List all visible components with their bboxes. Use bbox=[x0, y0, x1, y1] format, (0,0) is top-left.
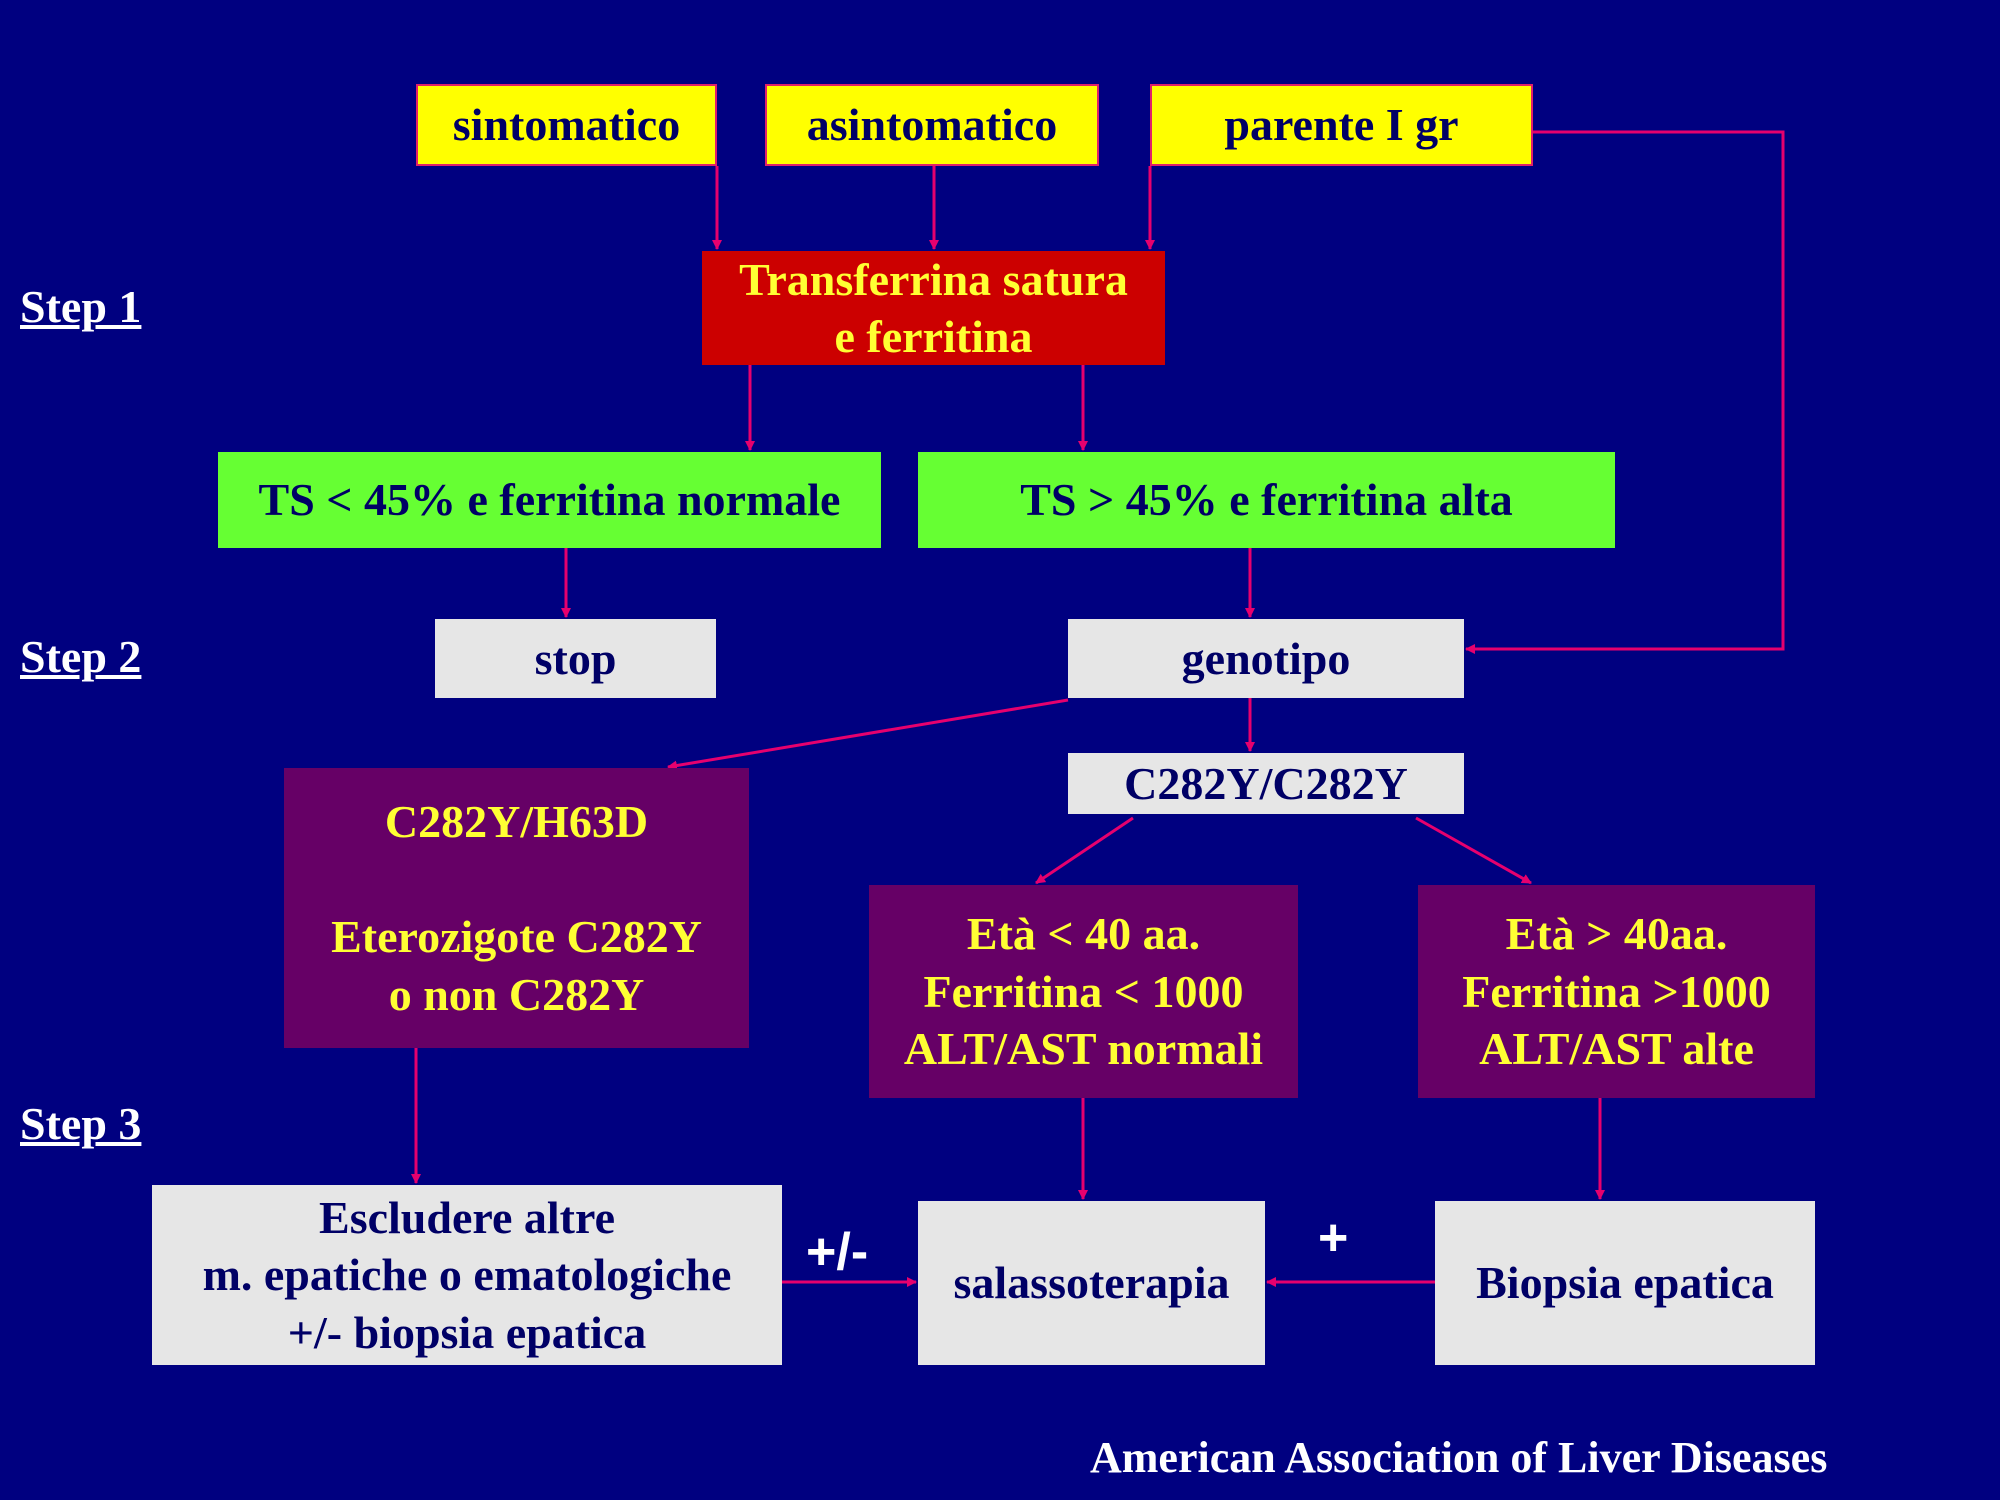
source-footer: American Association of Liver Diseases bbox=[1090, 1433, 1828, 1482]
under40-line-2: Ferritina < 1000 bbox=[923, 965, 1244, 1017]
genotype-box: genotipo bbox=[1068, 619, 1464, 698]
test-line-2: e ferritina bbox=[834, 311, 1033, 362]
over40-line-1: Età > 40aa. bbox=[1505, 908, 1728, 960]
step-3-label: Step 3 bbox=[20, 1098, 142, 1149]
arrow-genotype-to-heterozygous bbox=[667, 698, 1069, 771]
heterozygous-line-3: o non C282Y bbox=[388, 968, 645, 1020]
age-over-40-box: Età > 40aa. Ferritina >1000 ALT/AST alte bbox=[1418, 885, 1815, 1098]
arrow-relative-to-genotype bbox=[1465, 130, 1785, 654]
stop-box: stop bbox=[435, 619, 716, 698]
over40-line-2: Ferritina >1000 bbox=[1462, 965, 1771, 1017]
exclude-line-2: m. epatiche o ematologiche bbox=[202, 1249, 732, 1301]
liver-biopsy-box: Biopsia epatica bbox=[1435, 1201, 1815, 1365]
transferrin-ferritin-test-box: Transferrina satura e ferritina bbox=[702, 251, 1165, 365]
under40-line-1: Età < 40 aa. bbox=[966, 908, 1201, 960]
test-line-1: Transferrina satura bbox=[739, 253, 1128, 305]
homozygous-box: C282Y/C282Y bbox=[1068, 753, 1464, 814]
asymptomatic-box: asintomatico bbox=[765, 84, 1099, 166]
plus-label: + bbox=[1318, 1209, 1349, 1267]
step-1-label: Step 1 bbox=[20, 281, 142, 332]
exclude-line-3: +/- biopsia epatica bbox=[287, 1306, 647, 1358]
first-degree-relative-box: parente I gr bbox=[1150, 84, 1533, 166]
heterozygous-line-1: C282Y/H63D bbox=[384, 795, 649, 847]
under40-line-3: ALT/AST normali bbox=[903, 1023, 1264, 1075]
normal-result-box: TS < 45% e ferritina normale bbox=[218, 452, 881, 548]
phlebotomy-box: salassoterapia bbox=[918, 1201, 1265, 1365]
exclude-other-diseases-box: Escludere altre m. epatiche o ematologic… bbox=[152, 1185, 782, 1365]
over40-line-3: ALT/AST alte bbox=[1479, 1023, 1754, 1075]
arrow-homozygous-to-under40 bbox=[1035, 816, 1134, 885]
heterozygous-box: C282Y/H63D Eterozigote C282Y o non C282Y bbox=[284, 768, 749, 1048]
arrow-homozygous-to-over40 bbox=[1415, 816, 1532, 885]
plus-minus-label: +/- bbox=[806, 1223, 869, 1281]
high-result-box: TS > 45% e ferritina alta bbox=[918, 452, 1615, 548]
heterozygous-line-2: Eterozigote C282Y bbox=[331, 911, 702, 963]
symptomatic-box: sintomatico bbox=[416, 84, 717, 166]
age-under-40-box: Età < 40 aa. Ferritina < 1000 ALT/AST no… bbox=[869, 885, 1298, 1098]
exclude-line-1: Escludere altre bbox=[319, 1191, 615, 1243]
step-2-label: Step 2 bbox=[20, 631, 142, 682]
